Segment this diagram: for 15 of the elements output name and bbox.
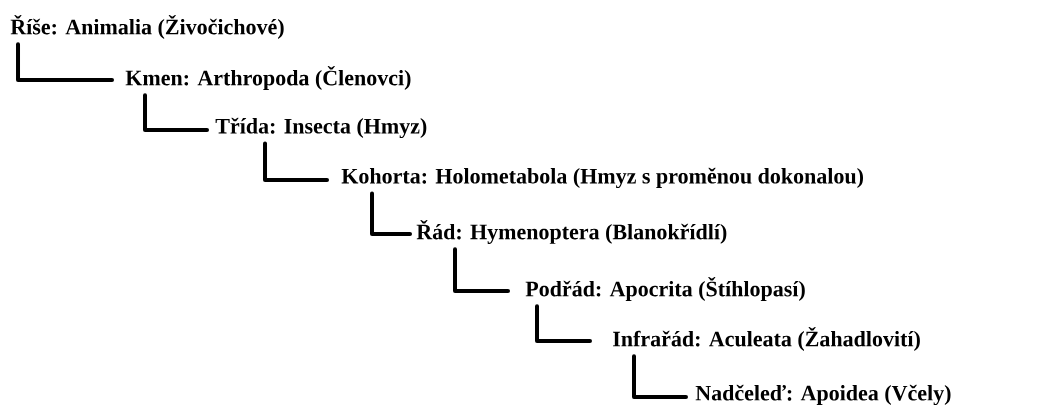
rank-label: Řád: Hymenoptera (Blanokřídlí) <box>416 220 727 244</box>
elbow-connector <box>453 247 510 293</box>
rank-label: Infrařád: Aculeata (Žahadlovití) <box>613 327 920 351</box>
rank-label: Třída: Insecta (Hmyz) <box>215 117 427 139</box>
rank-label: Říše: Animalia (Živočichové) <box>10 15 284 39</box>
rank-label: Podřád: Apocrita (Štíhlopasí) <box>525 277 805 301</box>
elbow-connector <box>16 42 114 82</box>
elbow-connector <box>143 93 209 132</box>
elbow-connector <box>370 191 412 236</box>
elbow-connector <box>535 304 592 343</box>
rank-label: Kmen: Arthropoda (Členovci) <box>125 66 411 90</box>
rank-label: Nadčeleď: Apoidea (Včely) <box>695 384 951 406</box>
rank-label: Kohorta: Holometabola (Hmyz s proměnou dokonalou) <box>341 167 863 189</box>
elbow-connector <box>632 354 688 399</box>
elbow-connector <box>263 141 329 182</box>
